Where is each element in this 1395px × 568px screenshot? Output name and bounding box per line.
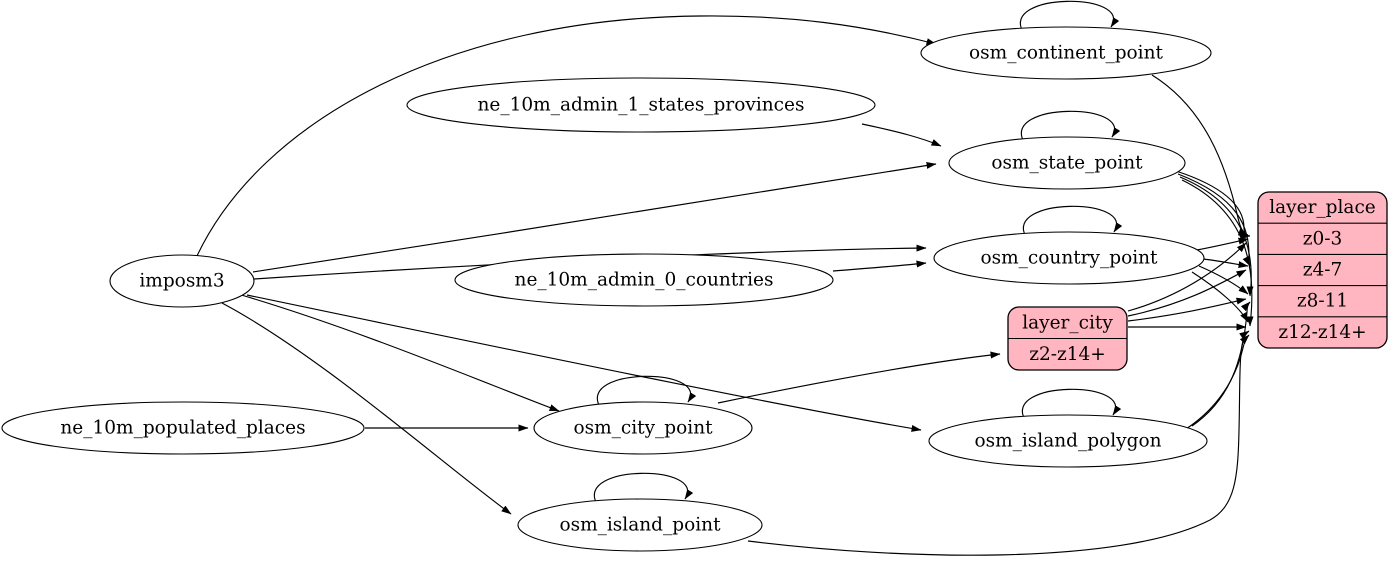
edge-selfloop-osm_island_polygon: [1021, 388, 1122, 421]
edge-osm_state_point-layer_place-z8-11: [1179, 176, 1254, 297]
record-row-layer_place-layer_place: layer_place: [1269, 197, 1376, 218]
node-osm_state_point: osm_state_point: [948, 136, 1186, 190]
node-label-osm_continent_point: osm_continent_point: [969, 43, 1163, 64]
node-label-osm_island_point: osm_island_point: [559, 515, 721, 536]
edge-layer_city-layer_place-z4-7: [1127, 269, 1247, 317]
node-label-ne_10m_populated_places: ne_10m_populated_places: [60, 418, 305, 439]
edge-selfloop-osm_island_point: [593, 472, 694, 505]
node-osm_island_point: osm_island_point: [517, 498, 763, 552]
node-shape-osm_city_point: [533, 401, 753, 455]
edge-osm_country_point-layer_place-z8-11: [1198, 265, 1249, 295]
node-shape-imposm3: [109, 254, 255, 308]
record-row-layer_place-z4-7: z4-7: [1303, 260, 1343, 281]
node-osm_country_point: osm_country_point: [933, 231, 1205, 285]
edge-layer_city-layer_place-z8-11: [1127, 297, 1247, 322]
edge-osm_island_polygon-layer_place-z8-11: [1191, 301, 1251, 427]
edge-selfloop-osm_continent_point: [1019, 0, 1120, 33]
node-label-ne_10m_admin_1_states_provinces: ne_10m_admin_1_states_provinces: [478, 95, 805, 116]
node-shape-osm_state_point: [948, 136, 1186, 190]
edge-imposm3-osm_island_point: [221, 302, 512, 515]
edge-layer: [195, 0, 1254, 556]
edge-osm_continent_point-layer_place-z0-3: [1151, 74, 1249, 236]
node-layer: imposm3 ne_10m_admin_1_states_provincesne…: [1, 26, 1388, 552]
edge-imposm3-osm_island_polygon: [246, 294, 922, 432]
node-ne_10m_populated_places: ne_10m_populated_places: [1, 401, 365, 455]
node-imposm3: imposm3: [109, 254, 255, 308]
node-label-osm_country_point: osm_country_point: [981, 248, 1159, 269]
edge-osm_city_point-layer_city-z2-z14+: [717, 351, 1001, 404]
edge-osm_state_point-layer_place-z12-z14+: [1181, 179, 1254, 327]
node-shape-osm_country_point: [933, 231, 1205, 285]
node-shape-osm_island_point: [517, 498, 763, 552]
edge-selfloop-osm_country_point: [1022, 205, 1123, 238]
node-label-osm_city_point: osm_city_point: [573, 418, 713, 439]
record-layer_city: layer_city z2-z14+: [1007, 306, 1128, 371]
node-label-osm_island_polygon: osm_island_polygon: [974, 431, 1161, 452]
edge-selfloop-osm_state_point: [1020, 110, 1121, 143]
node-shape-ne_10m_admin_1_states_provinces: [406, 77, 876, 133]
edge-selfloop-osm_city_point: [596, 375, 697, 408]
node-label-osm_state_point: osm_state_point: [991, 153, 1143, 174]
edge-osm_country_point-layer_place-z4-7: [1202, 258, 1249, 269]
edge-ne_10m_admin_0_countries-osm_country_point: [832, 260, 927, 272]
node-ne_10m_admin_1_states_provinces: ne_10m_admin_1_states_provinces: [406, 77, 876, 133]
node-osm_continent_point: osm_continent_point: [920, 26, 1212, 80]
node-ne_10m_admin_0_countries: ne_10m_admin_0_countries: [454, 253, 834, 307]
node-osm_island_polygon: osm_island_polygon: [928, 414, 1208, 468]
record-row-layer_place-z0-3: z0-3: [1303, 228, 1343, 249]
edge-layer_city-layer_place-z0-3: [1127, 242, 1247, 312]
record-shape-layer_place: [1257, 191, 1388, 349]
edge-osm_country_point-layer_place-z0-3: [1196, 237, 1249, 251]
edge-ne_10m_admin_1_states_provinces-osm_state_point: [861, 123, 942, 147]
node-shape-ne_10m_admin_0_countries: [454, 253, 834, 307]
edge-osm_country_point-layer_place-z12-z14+: [1191, 271, 1249, 323]
node-shape-osm_island_polygon: [928, 414, 1208, 468]
record-row-layer_place-z12-z14+: z12-z14+: [1278, 322, 1366, 343]
edge-imposm3-osm_city_point: [237, 293, 560, 412]
node-label-ne_10m_admin_0_countries: ne_10m_admin_0_countries: [515, 270, 774, 291]
node-shape-ne_10m_populated_places: [1, 401, 365, 455]
record-row-layer_city-z2-z14+: z2-z14+: [1029, 344, 1106, 365]
edge-osm_island_point-layer_place-z12-z14+: [747, 330, 1250, 556]
edge-imposm3-osm_continent_point: [195, 15, 937, 259]
record-row-layer_city-layer_city: layer_city: [1022, 312, 1113, 333]
edge-imposm3-osm_state_point: [252, 161, 937, 273]
record-row-layer_place-z8-11: z8-11: [1297, 291, 1348, 312]
node-label-imposm3: imposm3: [139, 271, 224, 292]
node-osm_city_point: osm_city_point: [533, 401, 753, 455]
node-shape-osm_continent_point: [920, 26, 1212, 80]
record-layer_place: layer_place z0-3 z4-7 z8-11 z12-z14+: [1257, 191, 1388, 349]
